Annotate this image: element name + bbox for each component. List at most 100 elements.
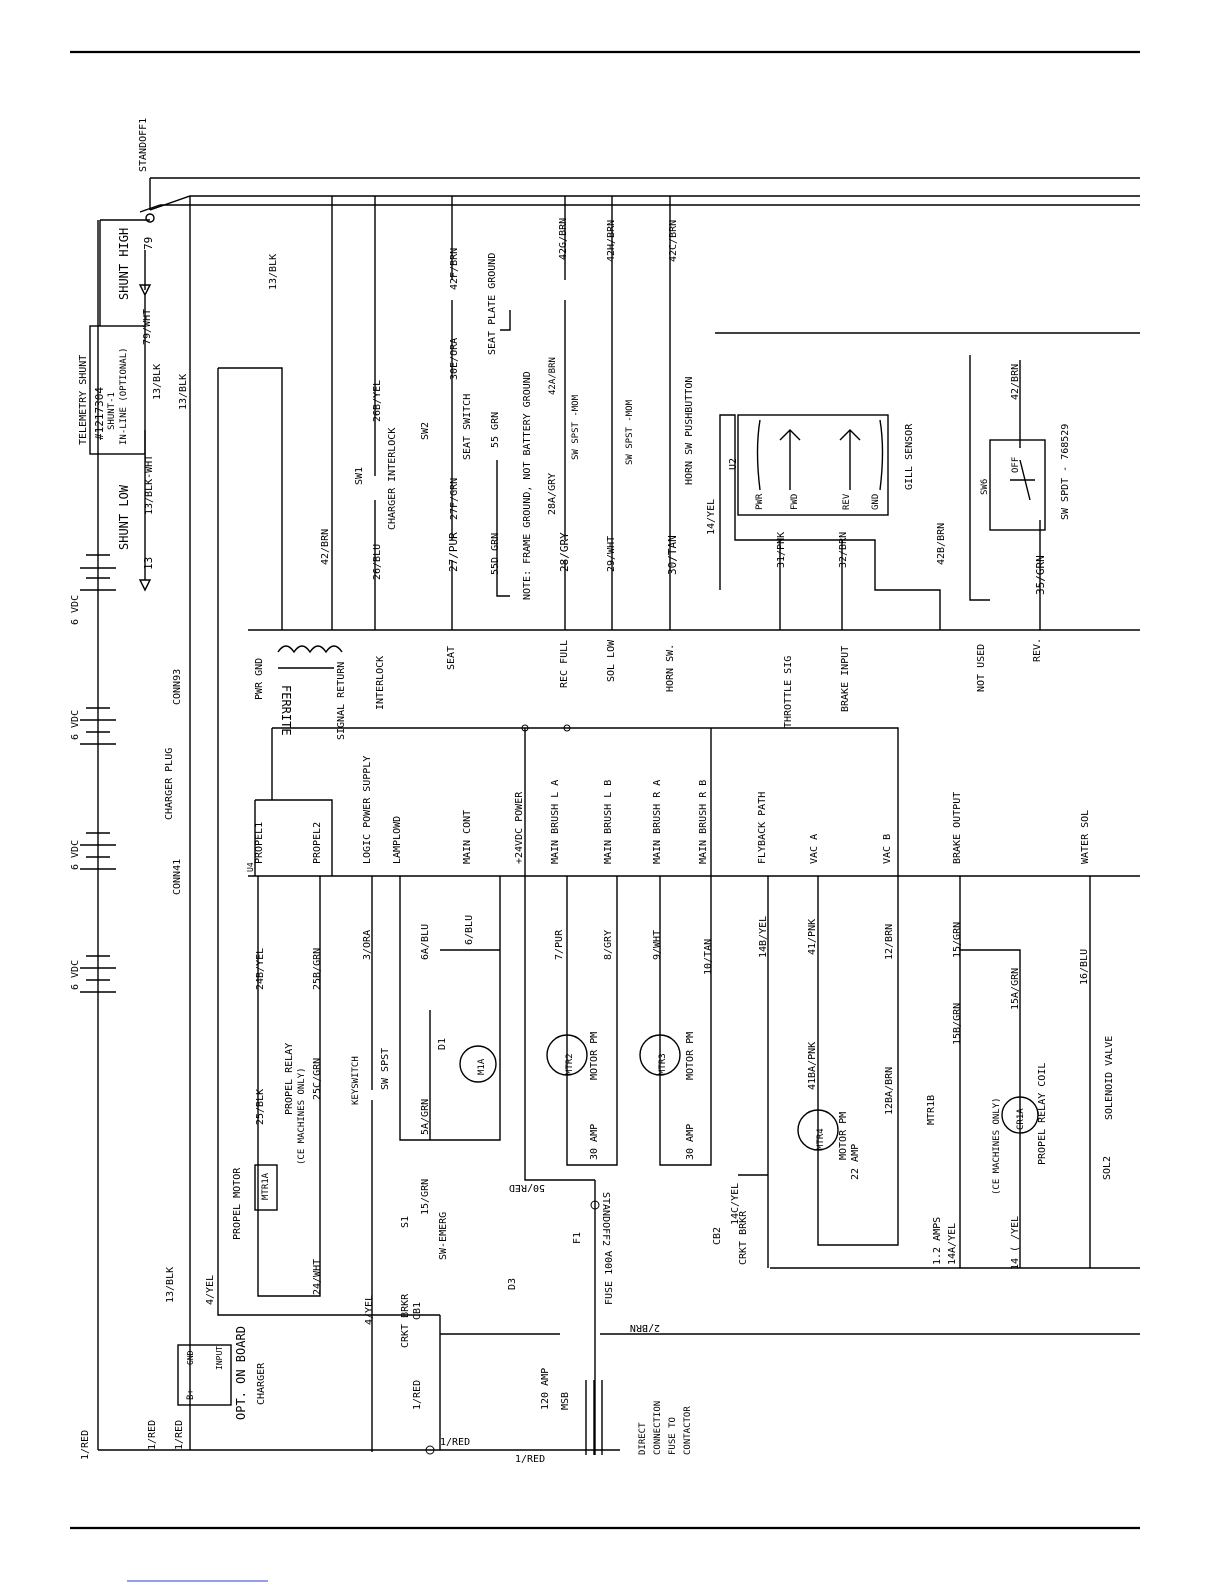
- battery-bank: [80, 220, 620, 1451]
- label-rec-full: REC FULL: [559, 640, 570, 688]
- label-fuse100: FUSE 100A: [604, 1251, 615, 1305]
- label-w13-blk2-2: 13/BLK: [165, 1267, 176, 1303]
- label-sol2: SOL2: [1102, 1156, 1113, 1180]
- label-direct2: CONNECTION: [653, 1401, 663, 1455]
- label-vdc2: 6 VDC: [70, 710, 81, 740]
- label-ferrite: FERRITE: [279, 685, 293, 736]
- label-vdc3: 6 VDC: [70, 840, 81, 870]
- label-w14c-yel: 14C/YEL: [730, 1183, 741, 1225]
- label-w55d-grn: 55D GRN: [490, 533, 501, 575]
- label-w25c-grn: 25C/GRN: [312, 1058, 323, 1100]
- label-rev-in: REV.: [1032, 638, 1043, 662]
- label-crkt-bkr1: CRKT BRKR: [400, 1293, 411, 1348]
- label-seat-plate-ground: SEAT PLATE GROUND: [487, 253, 498, 355]
- label-w29-wht: 29/WHT: [606, 536, 617, 572]
- label-w42c-brn: 42C/BRN: [668, 220, 679, 262]
- label-interlock: INTERLOCK: [375, 656, 386, 710]
- junction-dots: [145, 213, 600, 1455]
- label-charger-plug: CHARGER PLUG: [164, 748, 175, 820]
- label-standoff1: STANDOFF1: [138, 118, 149, 172]
- label-w12a-brn: 12BA/BRN: [884, 1067, 895, 1115]
- label-s1: S1: [400, 1216, 411, 1228]
- label-seat-switch: SEAT SWITCH: [462, 394, 473, 460]
- label-w8-gry: 8/GRY: [603, 930, 614, 960]
- label-w13-blk-2: 13/BLK: [268, 254, 279, 290]
- label-sw2: SW2: [420, 422, 431, 440]
- label-gill-sensor: GILL SENSOR: [904, 423, 915, 490]
- label-w79-wht: 79/WHT: [142, 309, 153, 345]
- label-w16-blu: 16/BLU: [1079, 949, 1090, 985]
- label-w1-red3: 1/RED: [174, 1420, 185, 1450]
- label-w42f-brn: 42F/BRN: [449, 248, 460, 290]
- label-w13-blk-wht: 13/BLK-WHT: [144, 455, 155, 515]
- label-w15-grn: 15/GRN: [952, 922, 963, 958]
- bus-lines: [139, 177, 1140, 1335]
- label-sw6: SW6: [980, 479, 990, 495]
- label-cb2: CB2: [712, 1227, 723, 1245]
- label-w24-wht: 24/WHT: [312, 1259, 323, 1295]
- label-conn41: CONN41: [172, 859, 183, 895]
- label-sw1: SW1: [354, 467, 365, 485]
- label-water-sol: WATER SOL: [1080, 810, 1091, 864]
- label-w79: 79: [142, 237, 155, 250]
- label-w7-pur: 7/PUR: [554, 929, 565, 960]
- gill-sensor: [737, 414, 889, 516]
- label-w15a-grn: 15A/GRN: [1010, 968, 1021, 1010]
- label-conn93: CONN93: [172, 669, 183, 705]
- label-not-used: NOT USED: [976, 644, 987, 692]
- label-charger-interlock: CHARGER INTERLOCK: [387, 428, 398, 530]
- label-motor-pm2: MOTOR PM: [685, 1032, 696, 1080]
- label-input-lbl: INPUT: [215, 1346, 224, 1370]
- label-fwd: FWD: [790, 494, 800, 510]
- label-w2-brn: 2/BRN: [630, 1322, 660, 1333]
- label-direct3: FUSE TO: [668, 1417, 678, 1455]
- label-w14-yel2: 14 ( /YEL: [1010, 1216, 1021, 1270]
- label-w42a-brn: 42A/BRN: [548, 357, 558, 395]
- label-propel-motor: PROPEL MOTOR: [232, 1167, 243, 1240]
- label-rev: REV: [842, 493, 852, 510]
- label-w4-yel2: 4/YEL: [205, 1275, 216, 1305]
- label-brake-output: BRAKE OUTPUT: [952, 792, 963, 864]
- label-gnd-lbl: GND: [186, 1350, 195, 1365]
- label-w6a-blu: 6A/BLU: [420, 924, 431, 960]
- label-w13: 13: [142, 557, 155, 570]
- label-w13-blk2: 13/BLK: [178, 374, 189, 410]
- label-w28a-gry: 28A/GRY: [547, 473, 558, 515]
- label-w15b-grn: 15B/GRN: [952, 1003, 963, 1045]
- label-throttle-sig: THROTTLE SIG: [783, 656, 794, 728]
- label-msb: MSB: [560, 1392, 571, 1410]
- label-w31-pnk: 31/PNK: [776, 532, 787, 568]
- label-w25b-grn: 25B/GRN: [312, 948, 323, 990]
- label-w41a-pnk: 41BA/PNK: [807, 1042, 818, 1090]
- label-w14a-yel: 14A/YEL: [947, 1223, 958, 1265]
- label-brush-lb: MAIN BRUSH L B: [603, 780, 614, 864]
- label-brush-ra: MAIN BRUSH R A: [652, 780, 663, 864]
- label-signal-return: SIGNAL RETURN: [336, 662, 347, 740]
- label-w1-red4: 1/RED: [412, 1380, 423, 1410]
- label-w6-blu: 6/BLU: [464, 915, 475, 945]
- label-standoff2: STANDOFF2: [600, 1192, 611, 1246]
- label-brush-rb: MAIN BRUSH R B: [698, 780, 709, 864]
- label-seat: SEAT: [446, 646, 457, 670]
- input-wires: [374, 196, 1041, 630]
- label-opt-charger: OPT. ON BOARD: [234, 1326, 248, 1420]
- label-main-cont: MAIN CONT: [462, 810, 473, 864]
- label-propel2: PROPEL2: [312, 822, 323, 864]
- label-m1a: M1A: [477, 1058, 487, 1075]
- label-amps12: 1.2 AMPS: [932, 1217, 943, 1265]
- label-f1: F1: [572, 1232, 583, 1244]
- label-horn-sw: HORN SW.: [665, 644, 676, 692]
- label-d1: D1: [437, 1038, 448, 1050]
- label-w26b-yel: 26B/YEL: [372, 380, 383, 422]
- label-w5a-grn: 5A/GRN: [420, 1099, 431, 1135]
- label-w42-brn2: 42/BRN: [1010, 364, 1021, 400]
- label-solenoid-valve: SOLENOID VALVE: [1104, 1036, 1115, 1120]
- label-crkt-bkr2: CRKT BRKR: [738, 1210, 749, 1265]
- label-w25-blk: 25/BLK: [255, 1089, 266, 1125]
- label-w13-blk: 13/BLK: [152, 364, 163, 400]
- label-mtr1a: MTR1A: [261, 1172, 271, 1200]
- label-cr1a: CR1A: [1016, 1108, 1026, 1130]
- label-lamplowd: LAMPLOWD: [392, 816, 403, 864]
- label-sw6-off: OFF: [1011, 457, 1021, 473]
- label-sw-spst: SW SPST: [380, 1048, 391, 1090]
